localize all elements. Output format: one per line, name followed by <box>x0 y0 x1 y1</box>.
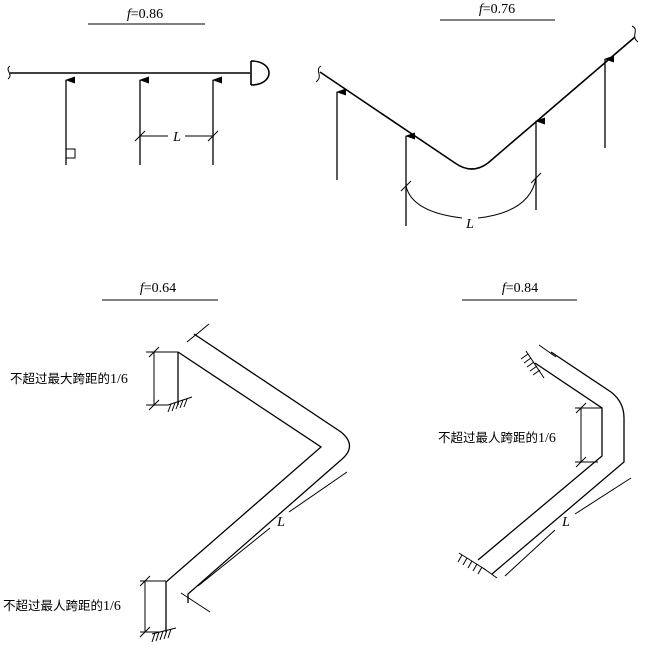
diagram-v-pipe: f=0.76 L <box>315 2 639 232</box>
pipe-end-cut <box>538 344 557 358</box>
dimension-tick <box>207 130 219 142</box>
pipe-end-cut <box>180 592 211 613</box>
pipe-outer-wall <box>187 333 351 603</box>
dimension-line <box>288 471 348 513</box>
pipe-end-cut <box>186 323 210 343</box>
dimension-line <box>574 477 632 515</box>
dimension-line <box>504 529 556 577</box>
span-label: L <box>561 515 570 530</box>
f-label-1: f=0.86 <box>127 7 163 22</box>
note: 不超过最人跨距的1/6 <box>438 430 556 446</box>
dimension-arc <box>405 185 463 219</box>
span-label: L <box>276 515 285 530</box>
pipe-line <box>319 36 636 170</box>
span-label: L <box>465 217 474 232</box>
dimension-tick <box>400 180 412 192</box>
dimension-arc <box>477 177 537 219</box>
pipe-end-cap <box>250 60 270 86</box>
dimension-tick <box>134 130 146 142</box>
diagram-bend-pipe: f=0.84 不 <box>438 281 632 579</box>
note-bottom: 不超过最人跨距的1/6 <box>3 598 121 614</box>
dimension-tick <box>575 402 587 414</box>
pipe-break-mark <box>7 65 11 80</box>
pipe-break-mark <box>315 65 322 83</box>
anchor-hatch <box>167 396 193 413</box>
pipe-inner-wall <box>477 362 603 561</box>
diagram-straight-pipe: f=0.86 L <box>7 7 270 165</box>
pipe-outer-wall <box>491 351 625 575</box>
dimension-tick <box>530 172 542 184</box>
dimension-tick <box>139 575 151 587</box>
right-angle-mark <box>65 148 76 159</box>
pipe-break-mark <box>631 25 639 43</box>
diagram-l-pipe: f=0.64 <box>3 281 351 643</box>
anchor-hatch <box>457 552 487 575</box>
note-top: 不超过最大跨距的1/6 <box>10 371 128 387</box>
f-label-3: f=0.64 <box>140 281 176 296</box>
span-label: L <box>172 130 181 145</box>
dimension-tick <box>139 626 151 638</box>
dimension-tick <box>575 456 587 468</box>
anchor-hatch <box>151 627 177 643</box>
pipe-inner-wall <box>165 351 323 632</box>
f-label-2: f=0.76 <box>479 2 515 17</box>
anchor-hatch <box>520 350 545 379</box>
dimension-tick <box>148 346 160 358</box>
f-label-4: f=0.84 <box>502 281 538 296</box>
dimension-tick <box>148 399 160 411</box>
dimension-line <box>197 527 271 587</box>
